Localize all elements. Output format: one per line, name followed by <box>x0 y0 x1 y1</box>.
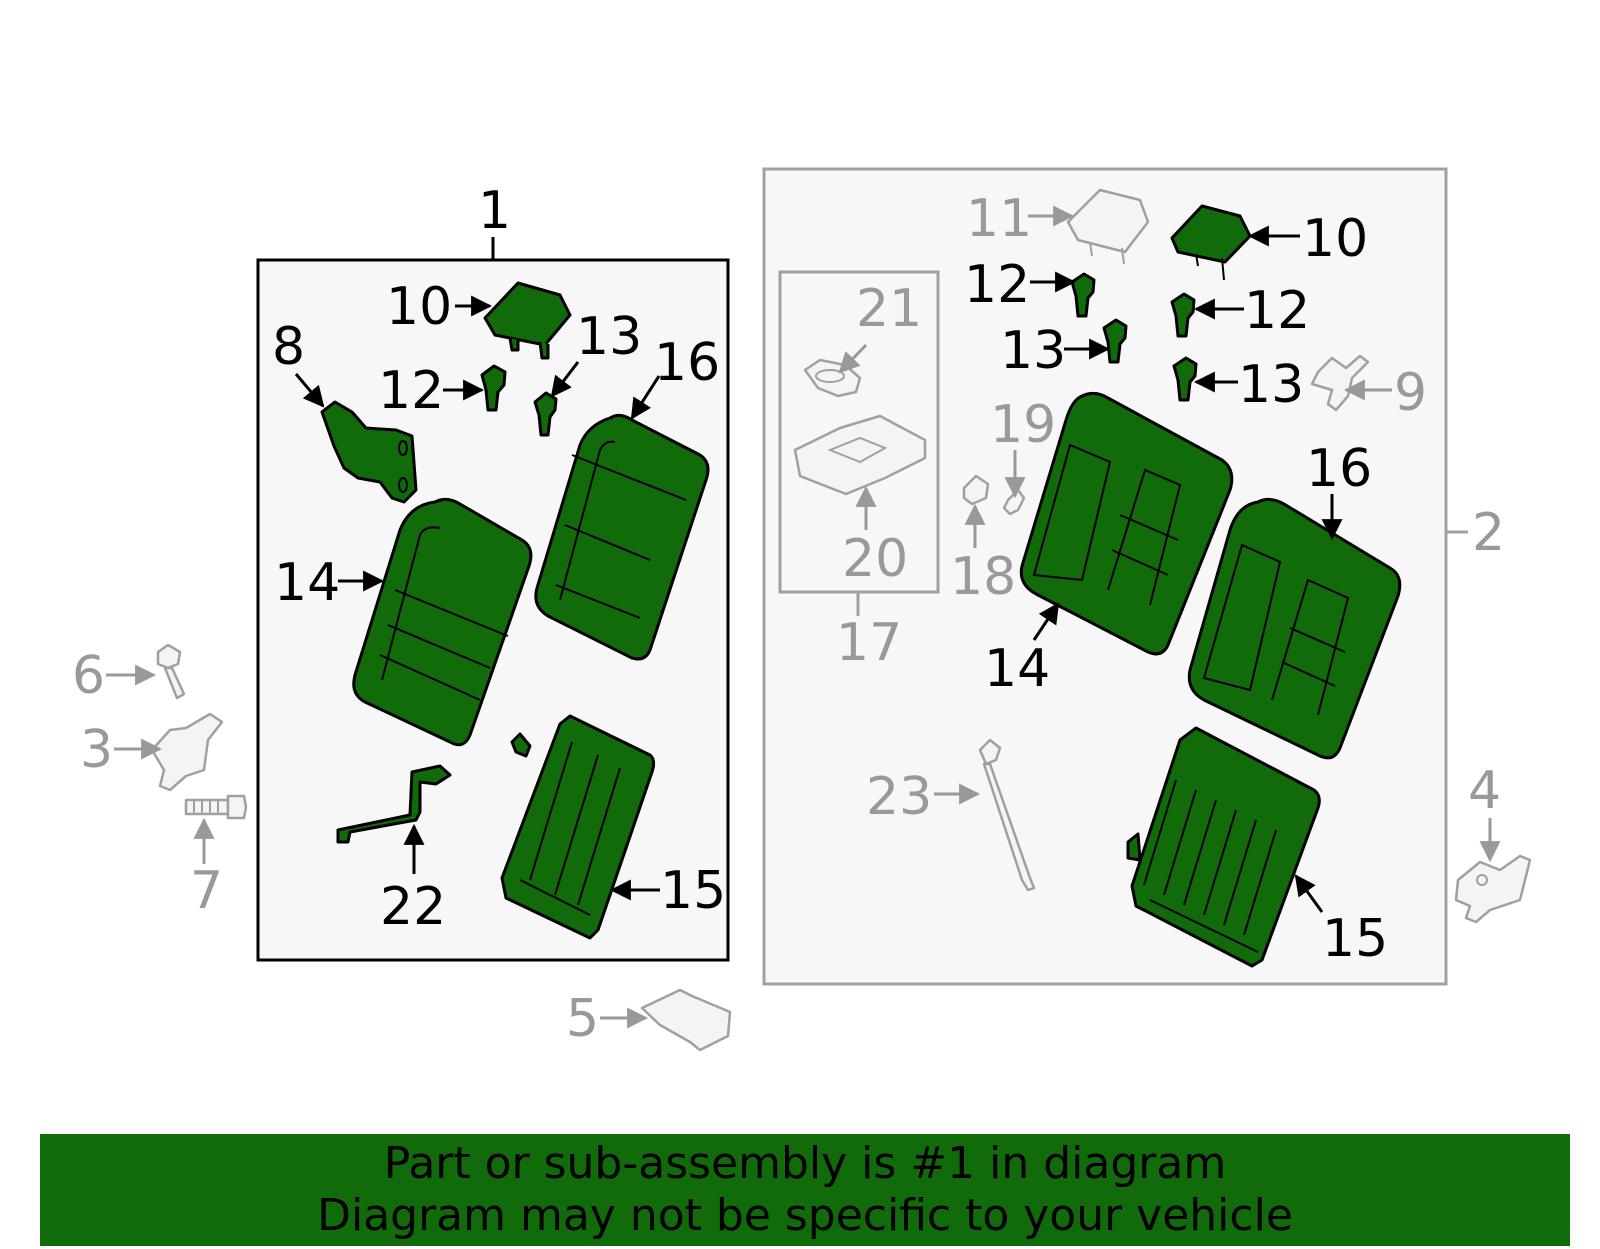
rod-23 <box>978 738 1036 892</box>
label-21: 21 <box>856 279 922 339</box>
label-14-left: 14 <box>274 553 340 613</box>
guide-12-left <box>480 364 507 412</box>
label-13-right-a: 13 <box>1000 321 1066 381</box>
guide-13-left <box>533 391 558 437</box>
label-17: 17 <box>836 613 902 673</box>
label-18: 18 <box>950 547 1016 607</box>
bracket-5 <box>640 988 732 1052</box>
seatback-16-left <box>534 413 710 661</box>
seatback-14-left <box>352 497 533 747</box>
headrest-11 <box>1066 188 1150 265</box>
label-12-right-a: 12 <box>964 255 1030 315</box>
seatback-16-right <box>1187 497 1402 760</box>
headrest-10-left <box>483 281 572 360</box>
info-banner: Part or sub-assembly is #1 in diagram Di… <box>40 1134 1570 1246</box>
label-6: 6 <box>72 646 105 706</box>
label-19: 19 <box>990 395 1056 455</box>
label-8: 8 <box>272 317 305 377</box>
label-1: 1 <box>478 181 511 241</box>
seatback-14-right <box>1019 391 1234 656</box>
bracket-3 <box>150 712 224 792</box>
bolt-6 <box>156 643 186 700</box>
banner-line-1: Part or sub-assembly is #1 in diagram <box>383 1138 1227 1189</box>
wire-22 <box>336 764 452 844</box>
bolt-7 <box>184 794 248 820</box>
label-3: 3 <box>80 720 113 780</box>
label-15-left: 15 <box>660 861 726 921</box>
guide-12-right-b <box>1170 292 1196 338</box>
label-5: 5 <box>566 989 599 1049</box>
label-12-right-b: 12 <box>1244 281 1310 341</box>
frame-15-left <box>500 714 656 940</box>
clip-18 <box>962 474 990 506</box>
label-20: 20 <box>842 529 908 589</box>
label-7: 7 <box>190 861 223 921</box>
frame-15-right <box>1126 726 1321 968</box>
banner-line-2: Diagram may not be specific to your vehi… <box>317 1190 1293 1241</box>
hinge-4 <box>1454 854 1532 924</box>
bracket-8 <box>320 400 418 504</box>
label-15-right: 15 <box>1322 909 1388 969</box>
label-9: 9 <box>1394 363 1427 423</box>
label-10-left: 10 <box>386 277 452 337</box>
label-12-left: 12 <box>378 361 444 421</box>
label-16-left: 16 <box>654 333 720 393</box>
label-16-right: 16 <box>1306 439 1372 499</box>
guide-12-right-a <box>1070 272 1096 318</box>
label-13-right-b: 13 <box>1238 355 1304 415</box>
label-14-right: 14 <box>984 639 1050 699</box>
label-13-left: 13 <box>576 307 642 367</box>
label-23: 23 <box>866 767 932 827</box>
guide-13-right-b <box>1172 356 1198 402</box>
armrest-20 <box>793 414 927 496</box>
label-10-right: 10 <box>1302 209 1368 269</box>
label-22: 22 <box>380 877 446 937</box>
label-2: 2 <box>1472 503 1505 563</box>
label-11: 11 <box>966 189 1032 249</box>
label-4: 4 <box>1468 761 1501 821</box>
